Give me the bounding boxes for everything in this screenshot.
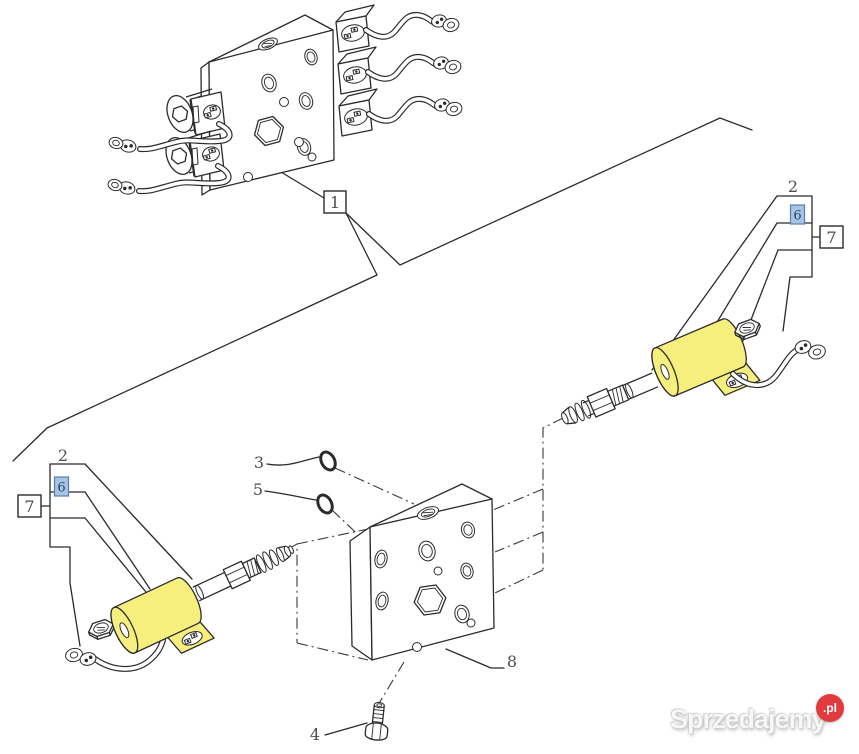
cartridge-valve — [561, 372, 659, 425]
o-ring-3 — [319, 450, 337, 472]
part-label-7-left[interactable]: 7 — [24, 497, 34, 516]
part-label-6-right[interactable]: 6 — [793, 209, 801, 224]
callout-box-1[interactable] — [323, 190, 347, 214]
left-wire-harness — [108, 121, 233, 153]
wire-connector — [65, 647, 83, 663]
mounting-bolt — [364, 701, 389, 741]
part-label-3[interactable]: 3 — [254, 453, 264, 472]
part-label-8[interactable]: 8 — [507, 652, 517, 671]
hex-plug — [413, 584, 447, 616]
callout-labels: 1 2 6 7 2 6 7 3 5 8 4 — [17, 177, 844, 744]
left-solenoid-assembly — [65, 545, 295, 672]
coil-nut — [87, 618, 115, 640]
right-connector-box — [337, 46, 462, 95]
wire-connector — [794, 340, 812, 354]
threaded-port-top — [416, 506, 440, 520]
manifold-block — [349, 483, 495, 661]
callout-box-7-left[interactable] — [17, 494, 42, 518]
hex-plug — [253, 115, 285, 147]
part-label-6-left[interactable]: 6 — [57, 481, 65, 496]
solenoid-coil — [110, 577, 215, 654]
part-label-5[interactable]: 5 — [253, 480, 263, 499]
right-solenoid-assembly — [561, 318, 826, 425]
part-label-7-right[interactable]: 7 — [826, 228, 836, 247]
threaded-port-top — [258, 37, 278, 51]
part-label-2-right[interactable]: 2 — [788, 177, 798, 196]
left-solenoid-unit — [166, 88, 226, 136]
right-connector-box — [338, 88, 463, 137]
centerlines — [287, 417, 564, 706]
part-label-4[interactable]: 4 — [310, 725, 320, 744]
main-valve-block-assembly — [107, 4, 463, 196]
right-connector-box — [335, 4, 460, 53]
o-ring-5 — [316, 493, 334, 515]
selected-part-box-6-right[interactable] — [789, 204, 806, 225]
selected-part-box-6-left[interactable] — [53, 476, 70, 497]
cartridge-valve — [192, 545, 295, 602]
coil-nut — [734, 318, 761, 341]
callout-box-7-right[interactable] — [819, 225, 844, 249]
part-label-2-left[interactable]: 2 — [58, 446, 68, 465]
left-wire-harness — [107, 163, 232, 195]
part-label-1[interactable]: 1 — [330, 193, 340, 212]
